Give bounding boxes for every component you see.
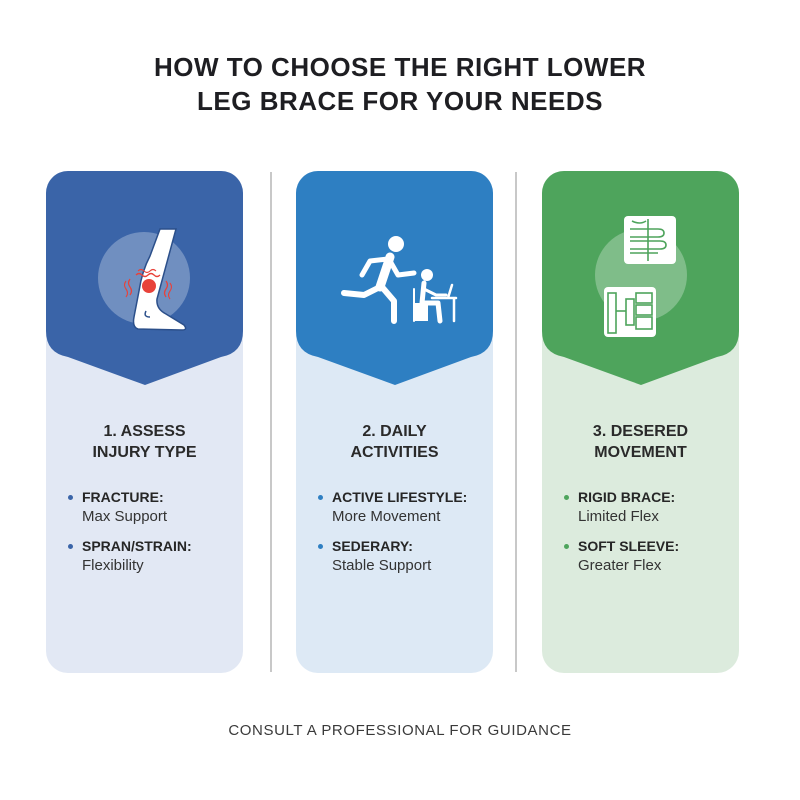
step-title-line-1: 3. DESERED <box>592 423 689 440</box>
step-title: 2. DAILY ACTIVITIES <box>296 421 493 463</box>
bullet-icon <box>68 544 73 549</box>
step-title-line-2: MOVEMENT <box>594 444 687 461</box>
injured-ankle-icon <box>46 171 243 361</box>
brace-comparison-icon <box>542 171 739 361</box>
item-value: More Movement <box>332 508 441 525</box>
item-key: ACTIVE LIFESTYLE: <box>332 489 468 505</box>
criteria-list: FRACTURE: Max Support SPRAN/STRAIN: Flex… <box>68 488 238 586</box>
chevron-header-shape <box>296 171 493 385</box>
bullet-icon <box>318 495 323 500</box>
list-item: RIGID BRACE: Limited Flex <box>564 488 734 526</box>
title-line-1: HOW TO CHOOSE THE RIGHT LOWER <box>153 52 647 82</box>
title-line-2: LEG BRACE FOR YOUR NEEDS <box>197 86 603 116</box>
list-item: SOFT SLEEVE: Greater Flex <box>564 537 734 575</box>
criteria-list: RIGID BRACE: Limited Flex SOFT SLEEVE: G… <box>564 488 734 586</box>
bullet-icon <box>564 495 569 500</box>
item-key: SEDERARY: <box>332 538 413 554</box>
step-title-line-1: 1. ASSESS <box>103 423 186 440</box>
step-title-line-1: 2. DAILY <box>362 423 427 440</box>
panel-daily-activities: 2. DAILY ACTIVITIES ACTIVE LIFESTYLE: Mo… <box>296 171 493 673</box>
page-title: HOW TO CHOOSE THE RIGHT LOWER LEG BRACE … <box>0 50 800 118</box>
item-value: Flexibility <box>82 557 144 574</box>
list-item: SPRAN/STRAIN: Flexibility <box>68 537 238 575</box>
item-value: Max Support <box>82 508 168 525</box>
list-item: FRACTURE: Max Support <box>68 488 238 526</box>
panel-desired-movement: 3. DESERED MOVEMENT RIGID BRACE: Limited… <box>542 171 739 673</box>
panel-header <box>296 171 493 386</box>
bullet-icon <box>564 544 569 549</box>
bullet-icon <box>68 495 73 500</box>
criteria-list: ACTIVE LIFESTYLE: More Movement SEDERARY… <box>318 488 488 586</box>
item-key: RIGID BRACE: <box>578 489 676 505</box>
list-item: SEDERARY: Stable Support <box>318 537 488 575</box>
item-key: SPRAN/STRAIN: <box>82 538 192 554</box>
panel-assess-injury: 1. ASSESS INJURY TYPE FRACTURE: Max Supp… <box>46 171 243 673</box>
step-title-line-2: ACTIVITIES <box>350 444 439 461</box>
list-item: ACTIVE LIFESTYLE: More Movement <box>318 488 488 526</box>
step-title-line-2: INJURY TYPE <box>92 444 197 461</box>
panel-header <box>542 171 739 386</box>
bullet-icon <box>318 544 323 549</box>
chevron-header-shape <box>542 171 739 385</box>
item-value: Stable Support <box>332 557 432 574</box>
running-and-desk-worker-icon <box>296 171 493 361</box>
step-title: 3. DESERED MOVEMENT <box>542 421 739 463</box>
divider <box>515 172 517 672</box>
item-key: FRACTURE: <box>82 489 164 505</box>
item-key: SOFT SLEEVE: <box>578 538 680 554</box>
footer-note: CONSULT A PROFESSIONAL FOR GUIDANCE <box>228 722 572 739</box>
divider <box>270 172 272 672</box>
item-value: Greater Flex <box>578 557 662 574</box>
step-title: 1. ASSESS INJURY TYPE <box>46 421 243 463</box>
item-value: Limited Flex <box>578 508 659 525</box>
